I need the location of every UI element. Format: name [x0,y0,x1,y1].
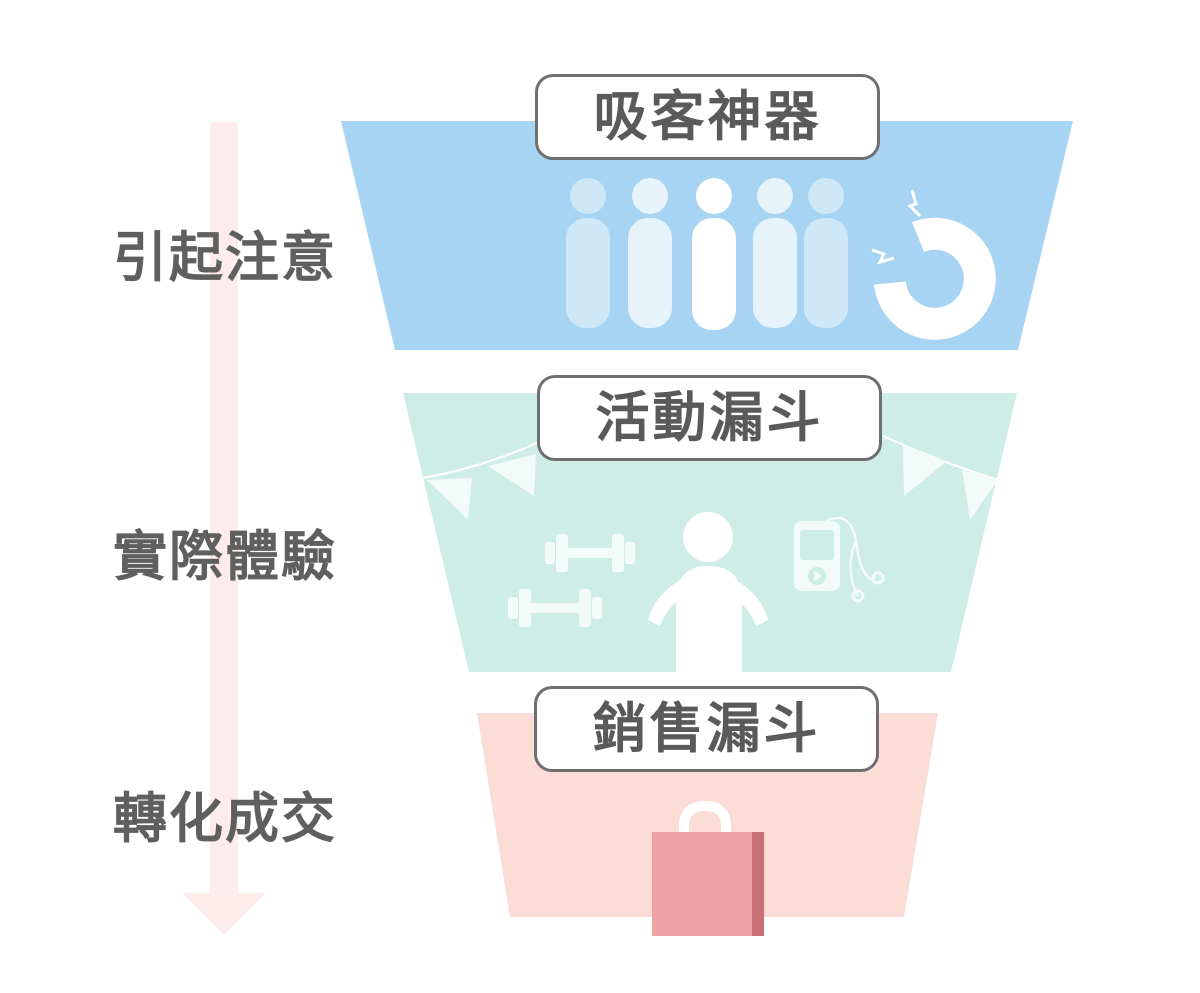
shopping-bag-icon [652,800,764,936]
person-icon [648,512,768,672]
funnel-tag-attraction: 吸客神器 [535,74,880,160]
music-player-icon [794,516,885,603]
stage-label-experience: 實際體驗 [113,525,337,588]
dumbbell-icon [508,534,635,627]
down-arrow-icon [182,122,266,935]
stage-label-attention: 引起注意 [113,226,337,289]
magnet-icon [871,189,996,340]
people-group-icon [566,178,848,330]
stage-label-conversion: 轉化成交 [113,787,337,850]
funnel-tag-sales: 銷售漏斗 [534,686,879,772]
bunting-flags-icon [422,435,999,520]
funnel-tag-activity: 活動漏斗 [537,375,882,461]
